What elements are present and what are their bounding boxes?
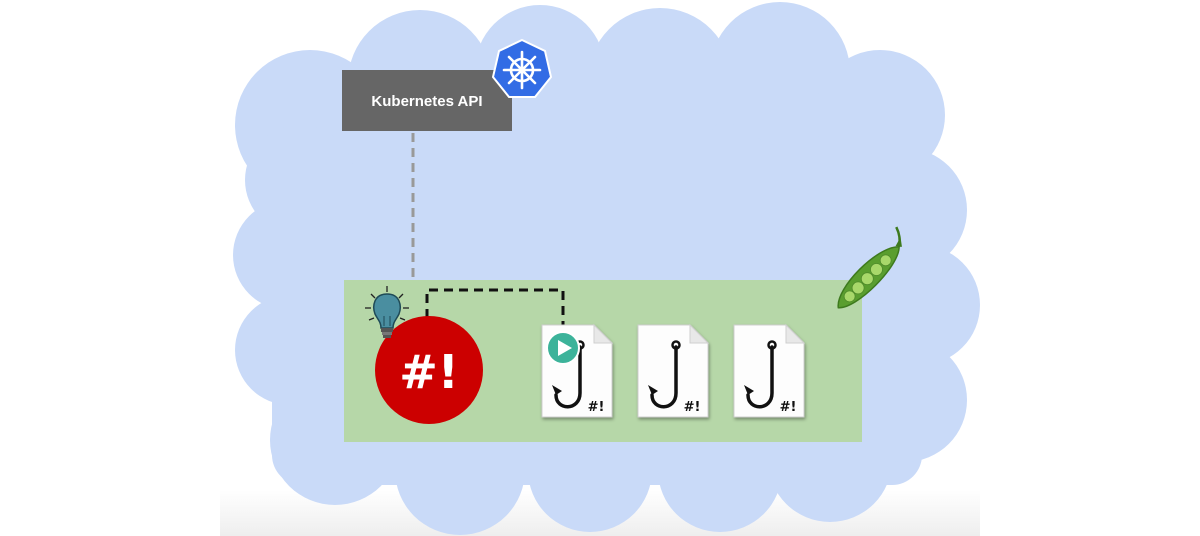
hook-file-icon: #! [733,323,806,418]
play-icon [546,331,580,365]
kubernetes-api-box [342,70,512,131]
operator-to-hook-connector [425,288,565,330]
hook-file-icon: #! [637,323,710,418]
kubernetes-helm-wheel-icon [491,38,553,98]
peapod-icon [837,226,902,309]
hook-file-label: #! [588,400,605,415]
hook-file-icon: #! [541,323,614,418]
shell-operator-label: #! [399,345,459,399]
lightbulb-icon [365,286,409,338]
hook-file-label: #! [780,400,797,415]
hook-file-label: #! [684,400,701,415]
shebang-circle-icon [375,316,483,424]
kubernetes-api-label: Kubernetes API [371,93,482,110]
